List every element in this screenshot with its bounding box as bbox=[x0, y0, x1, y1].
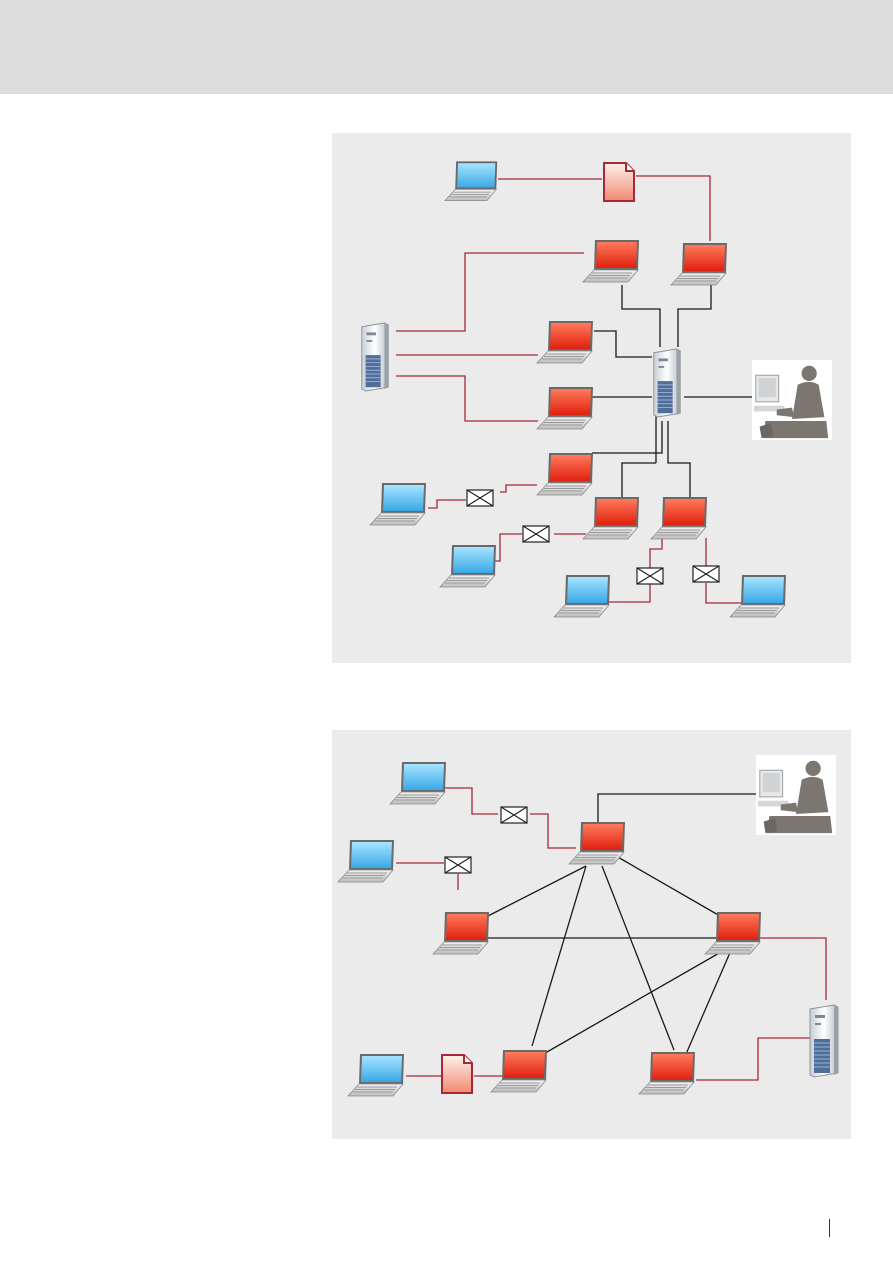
server-tower-icon bbox=[361, 322, 389, 392]
blocked-envelope-icon bbox=[500, 806, 528, 824]
laptop-red-icon bbox=[536, 452, 594, 496]
laptop-blue-icon bbox=[389, 761, 447, 805]
laptop-red-icon bbox=[432, 911, 490, 955]
laptop-blue-icon bbox=[729, 574, 787, 618]
network-diagram-top-canvas bbox=[361, 160, 832, 618]
laptop-blue-icon bbox=[439, 544, 497, 588]
server-tower-icon bbox=[653, 348, 681, 418]
red-links-bottom bbox=[396, 787, 827, 1081]
blocked-envelope-icon bbox=[444, 856, 472, 874]
blocked-envelope-icon bbox=[466, 489, 494, 507]
laptop-red-icon bbox=[490, 1049, 548, 1093]
laptop-blue-icon bbox=[337, 839, 395, 883]
red-links-top bbox=[396, 175, 746, 604]
laptop-blue-icon bbox=[369, 482, 427, 526]
blocked-envelope-icon bbox=[522, 525, 550, 543]
server-tower-icon bbox=[809, 1004, 839, 1078]
laptop-red-icon bbox=[582, 496, 640, 540]
network-diagram-bottom bbox=[332, 730, 851, 1139]
page-number-rule bbox=[829, 1219, 830, 1237]
header-band bbox=[0, 0, 893, 94]
black-links-top bbox=[592, 285, 754, 501]
laptop-red-icon bbox=[536, 320, 594, 364]
operator-person-icon bbox=[756, 754, 836, 836]
laptop-red-icon bbox=[650, 496, 708, 540]
blocked-envelope-icon bbox=[636, 567, 664, 585]
laptop-red-icon bbox=[568, 821, 626, 865]
document-icon bbox=[440, 1053, 474, 1095]
laptop-blue-icon bbox=[553, 574, 611, 618]
network-diagram-bottom-canvas bbox=[337, 754, 839, 1097]
laptop-red-icon bbox=[582, 239, 640, 283]
laptop-blue-icon bbox=[347, 1053, 405, 1097]
laptop-red-icon bbox=[638, 1051, 696, 1095]
laptop-red-icon bbox=[670, 242, 728, 286]
operator-person-icon bbox=[752, 359, 832, 441]
document-icon bbox=[603, 162, 635, 202]
blocked-envelope-icon bbox=[692, 565, 720, 583]
network-diagram-top bbox=[332, 133, 851, 663]
laptop-red-icon bbox=[704, 911, 762, 955]
black-links-bottom bbox=[483, 793, 756, 1057]
laptop-red-icon bbox=[536, 386, 594, 430]
laptop-blue-icon bbox=[444, 160, 498, 202]
